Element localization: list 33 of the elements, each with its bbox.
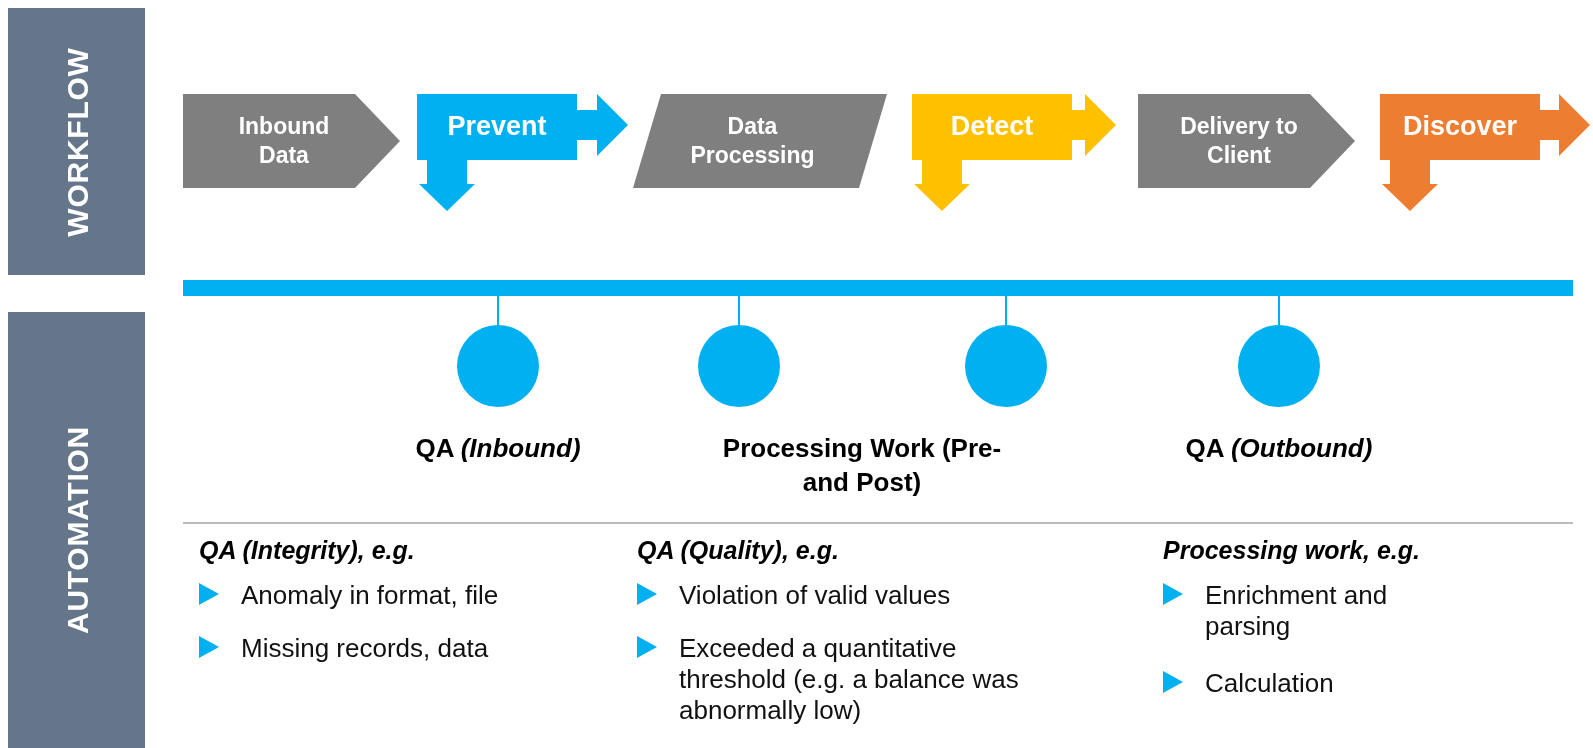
section-title: WORKFLOW: [60, 46, 93, 237]
bullet-text: Anomaly in format, file: [241, 580, 500, 612]
callout-arrow-box: [417, 94, 628, 211]
section-title: AUTOMATION: [60, 426, 93, 634]
step-label: Delivery to Client: [1179, 112, 1299, 170]
callout-arrow-box: [1380, 94, 1590, 211]
bullet-text: Exceeded a quantitative threshold (e.g. a balance was abnormally low): [679, 633, 1019, 727]
list-heading: QA (Integrity), e.g.: [199, 535, 416, 566]
callout-arrow-box: [912, 94, 1116, 211]
bullet-text: Calculation: [1205, 668, 1335, 700]
step-label: Data Processing: [689, 112, 816, 170]
bullet-text: Enrichment and parsing: [1205, 580, 1389, 643]
step-label: Discover: [1402, 110, 1518, 144]
circle-caption: QA (Outbound): [1184, 432, 1374, 465]
step-label: Inbound Data: [237, 112, 331, 170]
list-heading: Processing work, e.g.: [1163, 535, 1422, 566]
step-label: Prevent: [447, 110, 547, 144]
connector-line: [497, 295, 499, 326]
circle-caption: QA (Inbound): [414, 432, 582, 465]
connector-line: [738, 295, 740, 326]
connector-line: [1005, 295, 1007, 326]
list-heading: QA (Quality), e.g.: [637, 535, 840, 566]
bullet-text: Missing records, data: [241, 633, 490, 665]
parallelogram-step: [633, 94, 887, 188]
step-label: Detect: [950, 110, 1034, 144]
section-caption: Processing Work (Pre- and Post): [722, 432, 1002, 499]
timeline-bar: [183, 280, 1573, 296]
bullet-text: Violation of valid values: [679, 580, 952, 612]
connector-line: [1278, 295, 1280, 326]
section-band: [8, 8, 145, 275]
chevron-step: [1138, 94, 1355, 188]
section-band: [8, 312, 145, 748]
chevron-step: [183, 94, 400, 188]
